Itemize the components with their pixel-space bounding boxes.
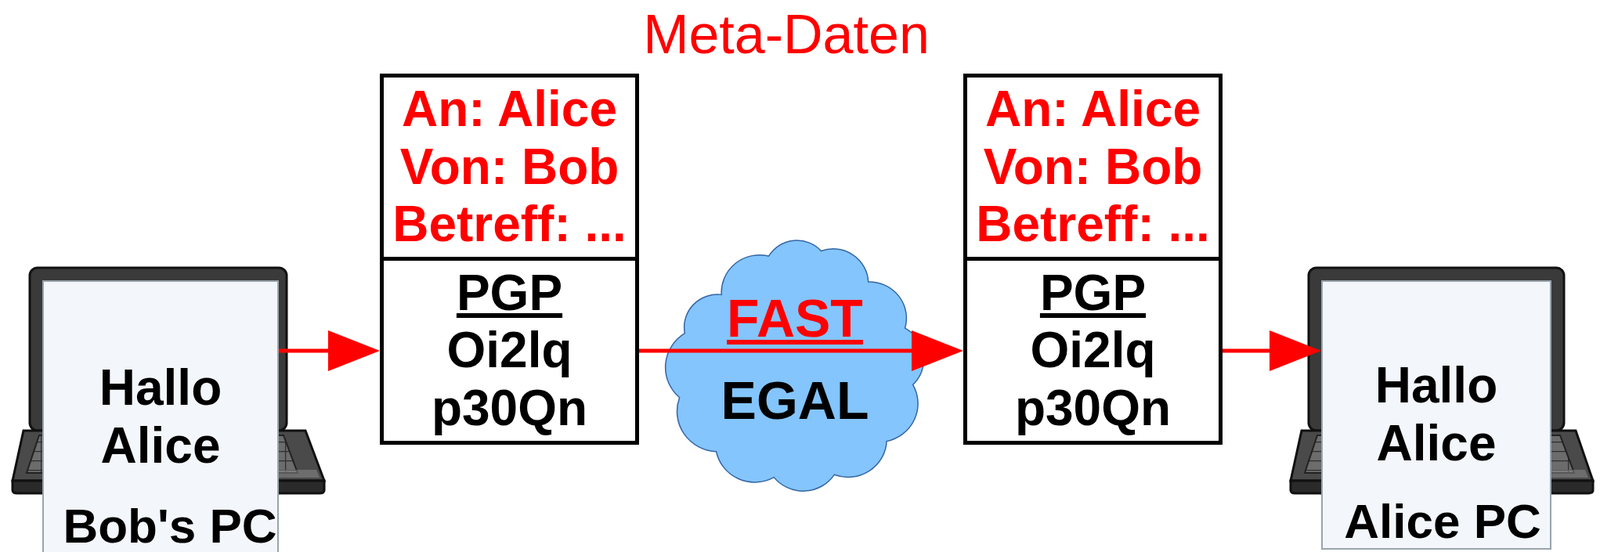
metadata-text: An: Alice Von: Bob Betreff: ... [972,80,1214,254]
indifference-label: EGAL [721,369,870,431]
message-box: An: Alice Von: Bob Betreff: ...PGPOi2lq … [379,73,640,445]
section-label: Meta-Daten [642,7,930,62]
encrypted-section: PGPOi2lq p30Qn [967,260,1219,441]
message-arrow [639,349,912,354]
encryption-heading: PGP [1040,264,1146,323]
speed-label: FAST [726,287,864,349]
laptop-screen: Hallo AliceAlice PC [1321,280,1552,550]
message-arrow [278,349,329,354]
encryption-heading: PGP [456,264,563,323]
metadata-section: An: Alice Von: Bob Betreff: ... [383,77,636,261]
message-arrow [1222,349,1270,354]
metadata-section: An: Alice Von: Bob Betreff: ... [967,77,1219,261]
cloud-outline [665,240,925,492]
network-cloud: FAST EGAL [649,216,941,503]
screen-text: Hallo Alice [1322,357,1550,473]
ciphertext: Oi2lq p30Qn [389,321,630,438]
encrypted-section: PGPOi2lq p30Qn [383,260,636,441]
metadata-text: An: Alice Von: Bob Betreff: ... [389,80,630,254]
laptop-screen: Hallo AliceBob's PC [42,280,279,552]
device-caption: Alice PC [1343,497,1542,546]
cloud-shape [649,216,941,503]
ciphertext: Oi2lq p30Qn [972,321,1214,438]
message-box: An: Alice Von: Bob Betreff: ...PGPOi2lq … [963,73,1223,445]
screen-text: Hallo Alice [43,359,278,475]
device-caption: Bob's PC [62,502,277,551]
